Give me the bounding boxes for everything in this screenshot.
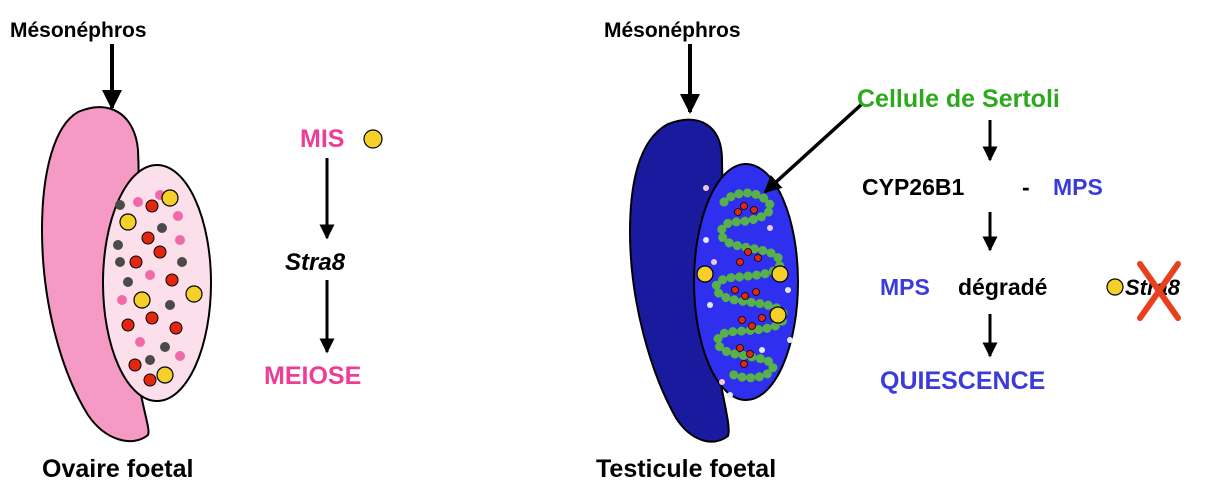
mps-degraded-suffix: dégradé	[958, 274, 1047, 300]
ovary-pathway: MIS Stra8 MEIOSE	[264, 125, 382, 390]
ovary-cell	[146, 312, 158, 324]
germ-cell	[749, 323, 756, 330]
large-cell	[772, 266, 788, 282]
ovary-cell	[134, 292, 150, 308]
ovary-cell	[154, 246, 166, 258]
ovary-cell	[157, 223, 167, 233]
interstitial-cell	[703, 237, 709, 243]
ovary-cell	[133, 197, 143, 207]
ovary-cell	[170, 322, 182, 334]
meiose-label: MEIOSE	[264, 362, 361, 390]
ovary-panel: Mésonéphros	[10, 19, 211, 483]
germ-cell	[741, 361, 748, 368]
germ-cell	[737, 259, 744, 266]
ovary-cell	[145, 355, 155, 365]
interstitial-cell	[787, 337, 793, 343]
mps-degraded-prefix: MPS	[880, 274, 930, 300]
ovary-cell	[135, 337, 145, 347]
testis-mesonephros-label: Mésonéphros	[604, 19, 741, 42]
ovary-cell	[175, 235, 185, 245]
blocked-signal-dot	[1107, 279, 1123, 295]
ovary-cell	[165, 300, 175, 310]
ovary-cell	[177, 257, 187, 267]
cyp26b1-label: CYP26B1	[862, 174, 964, 200]
mis-label: MIS	[300, 125, 344, 153]
ovary-cell	[115, 200, 125, 210]
ovary-cell	[145, 270, 155, 280]
ovary-cell	[144, 374, 156, 386]
germ-cell	[751, 207, 758, 214]
ovary-cell	[130, 256, 142, 268]
ovary-cell	[122, 319, 134, 331]
stra8-label: Stra8	[285, 249, 346, 276]
large-cell	[770, 307, 786, 323]
ovary-cell	[117, 295, 127, 305]
testis-caption: Testicule foetal	[596, 455, 776, 483]
ovary-cell	[142, 232, 154, 244]
interstitial-cell	[719, 379, 725, 385]
ovary-cell	[129, 359, 141, 371]
ovary-cell	[173, 211, 183, 221]
ovary-cell	[162, 190, 178, 206]
germ-cell	[732, 287, 739, 294]
testis-panel: Mésonéphros	[596, 19, 862, 483]
germ-cell	[753, 289, 760, 296]
sertoli-pointer-arrow	[765, 104, 862, 192]
interstitial-cell	[711, 259, 717, 265]
interstitial-cell	[767, 225, 773, 231]
ovary-mesonephros-label: Mésonéphros	[10, 19, 147, 42]
ovary-cell	[160, 342, 170, 352]
ovary-cell	[166, 274, 178, 286]
ovary-cell	[113, 240, 123, 250]
interstitial-cell	[785, 287, 791, 293]
germ-cell	[735, 209, 742, 216]
large-cell	[697, 266, 713, 282]
germ-cell	[755, 255, 762, 262]
interstitial-cell	[707, 302, 713, 308]
ovary-cell	[146, 200, 158, 212]
germ-cell	[741, 203, 748, 210]
ovary-cell	[157, 367, 173, 383]
germ-cell	[745, 249, 752, 256]
mps-label: MPS	[1053, 174, 1103, 200]
interstitial-cell	[703, 185, 709, 191]
germ-cell	[739, 317, 746, 324]
ovary-cell	[120, 214, 136, 230]
testis-pathway: Cellule de Sertoli CYP26B1 - MPS MPS dég…	[857, 85, 1181, 395]
ovary-cell	[123, 277, 133, 287]
germ-cell	[747, 351, 754, 358]
sertoli-label: Cellule de Sertoli	[857, 85, 1060, 113]
mis-dot	[364, 130, 382, 148]
germ-cell	[759, 315, 766, 322]
quiescence-label: QUIESCENCE	[880, 367, 1045, 395]
interstitial-cell	[759, 347, 765, 353]
interstitial-cell	[727, 392, 733, 398]
ovary-caption: Ovaire foetal	[42, 455, 193, 483]
germ-cell	[742, 293, 749, 300]
dash-label: -	[1022, 174, 1030, 200]
ovary-cell	[115, 257, 125, 267]
ovary-cell	[175, 351, 185, 361]
germ-cell	[737, 345, 744, 352]
ovary-cell	[186, 286, 202, 302]
